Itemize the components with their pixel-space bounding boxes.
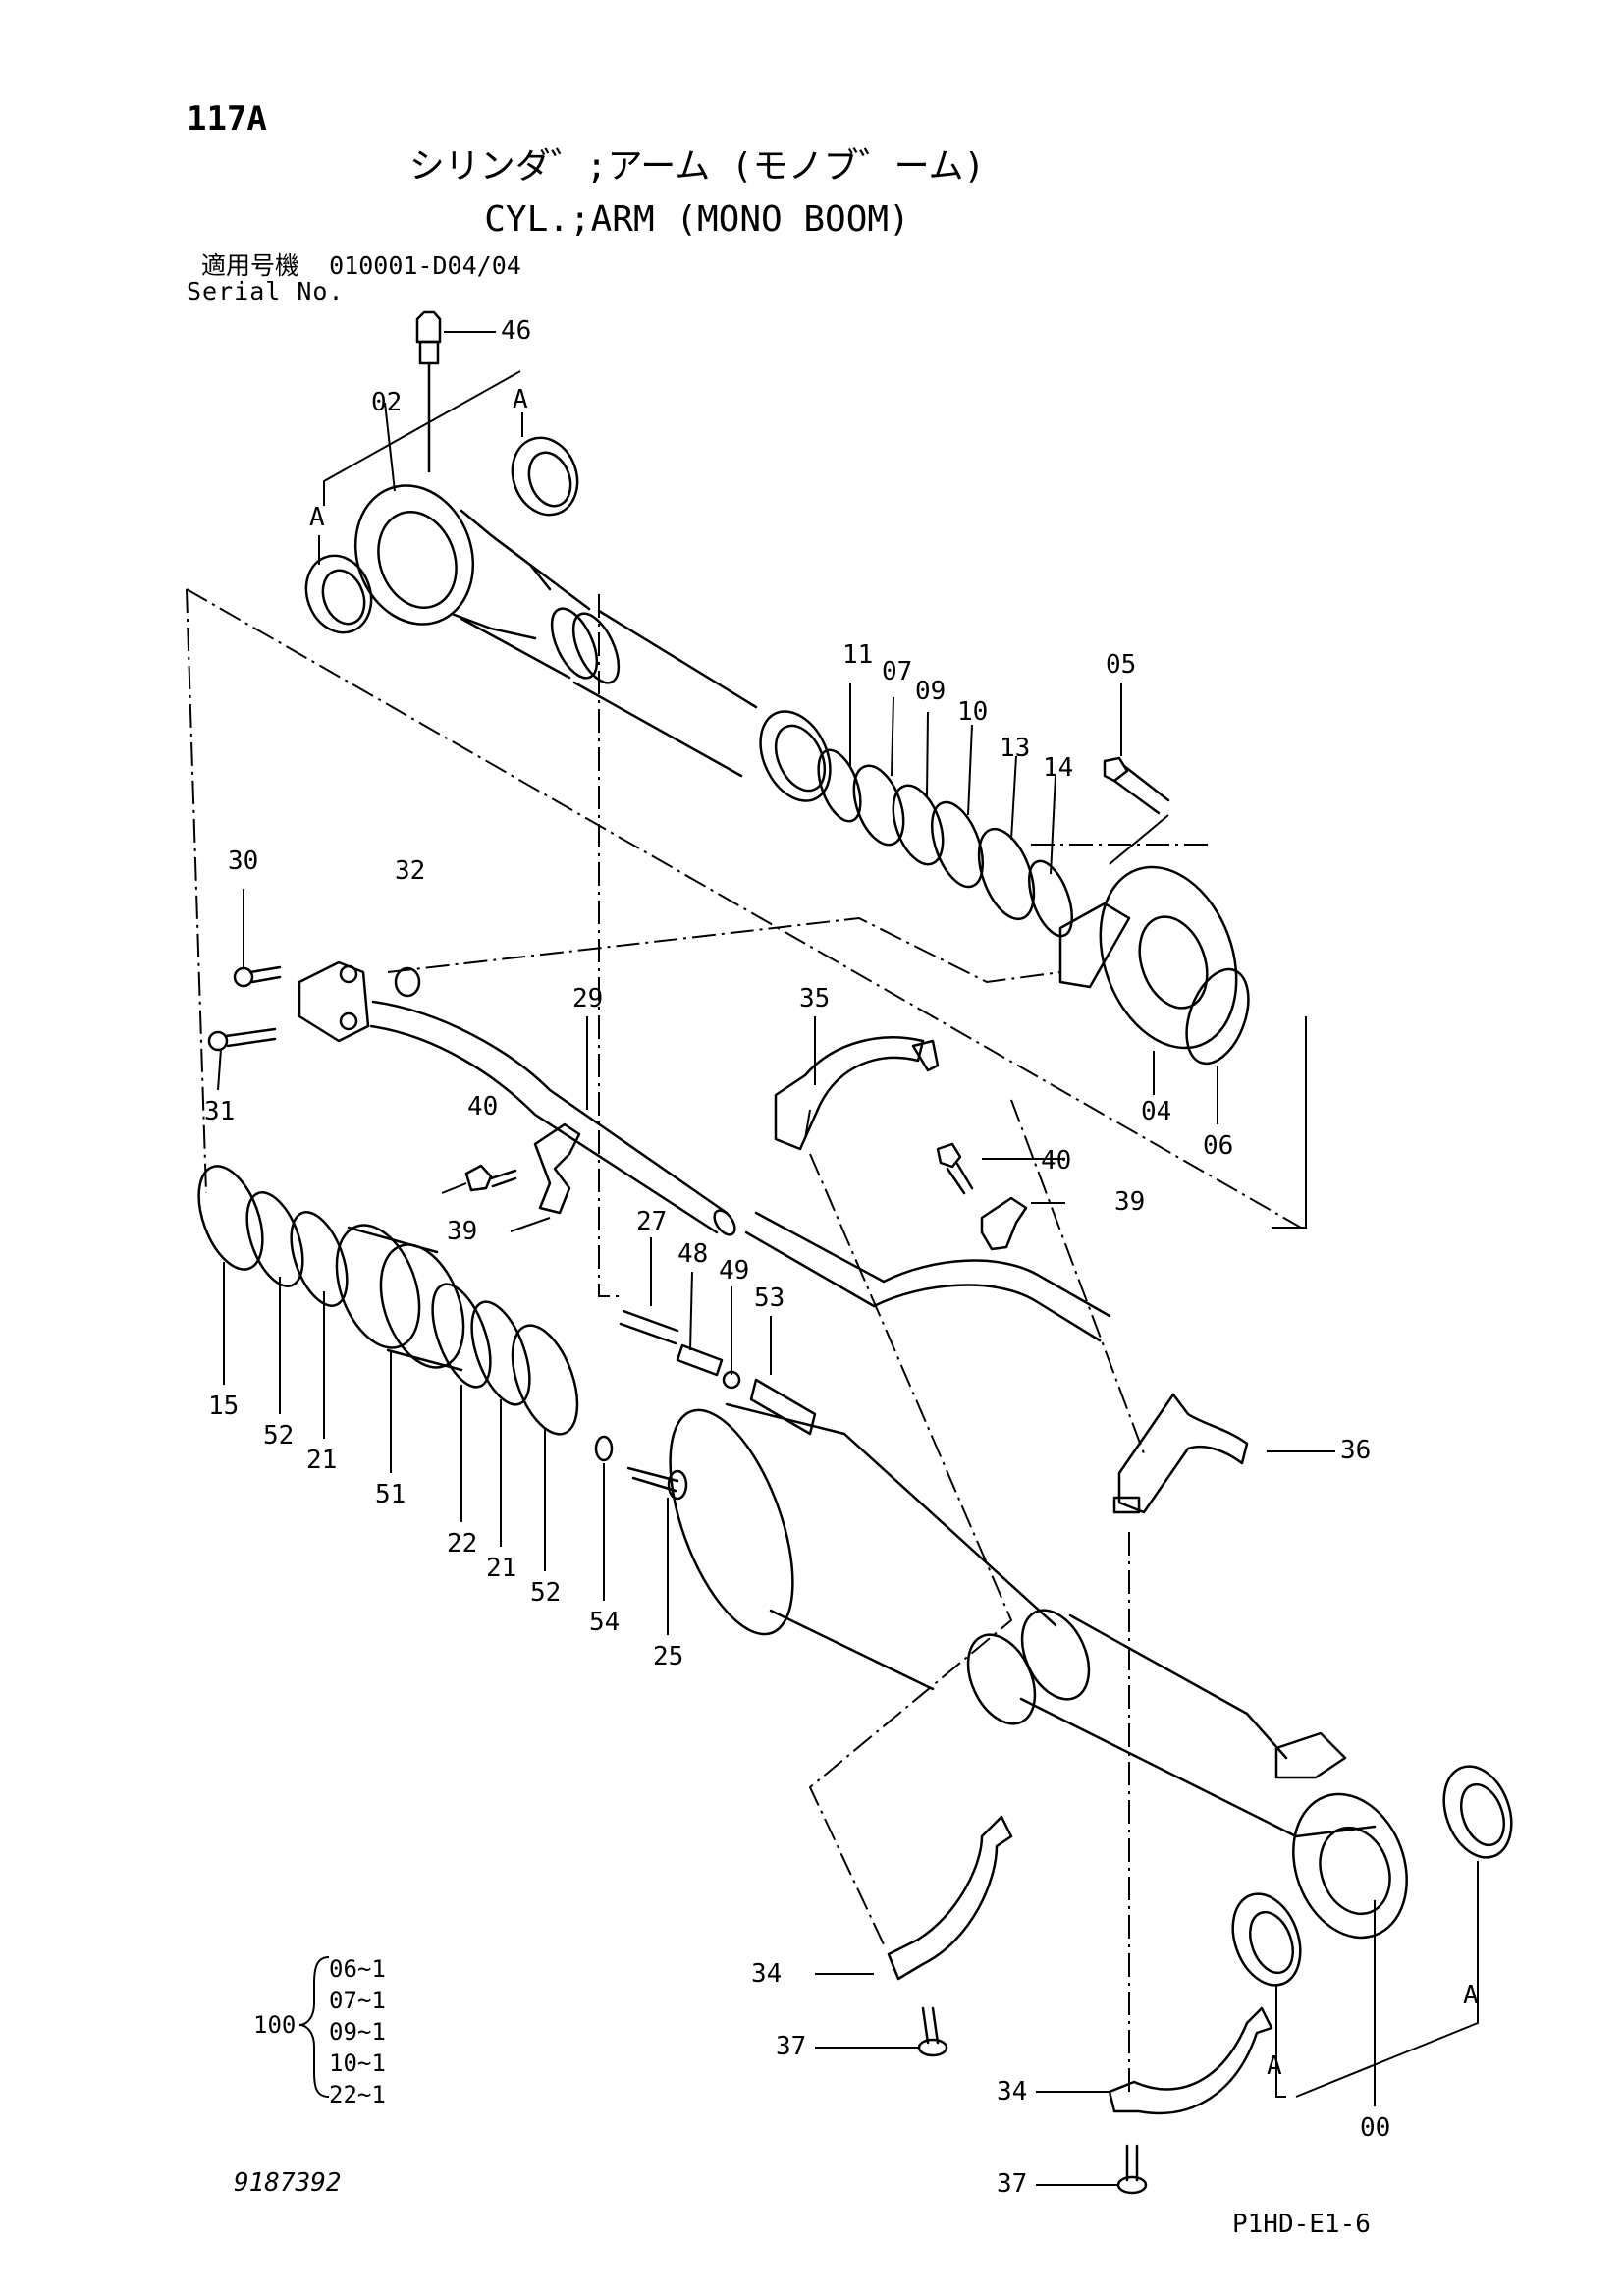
- title-japanese: シリンダ゛;アーム (モノブ゛ーム): [408, 146, 986, 187]
- callout-52-right: 52: [530, 1578, 561, 1608]
- callout-25: 25: [653, 1642, 683, 1671]
- serial-label-jp: 適用号機: [201, 251, 300, 280]
- callout-A-bottom-left: A: [1267, 2051, 1282, 2081]
- callout-10: 10: [957, 697, 988, 727]
- callout-05: 05: [1106, 650, 1136, 680]
- callout-15: 15: [208, 1392, 239, 1421]
- serial-label-en: Serial No.: [187, 277, 345, 305]
- callout-54: 54: [589, 1608, 620, 1637]
- callout-A-bottom-right: A: [1463, 1981, 1479, 2010]
- callout-46: 46: [501, 316, 531, 346]
- bushing-part-bottom: [1231, 1765, 1513, 1987]
- callout-53: 53: [754, 1284, 785, 1313]
- cylinder-head-part: [1058, 865, 1238, 1050]
- callout-04: 04: [1141, 1097, 1171, 1126]
- callout-07: 07: [882, 657, 912, 686]
- pipe-flange-part: [298, 960, 370, 1043]
- callout-06: 06: [1203, 1131, 1233, 1161]
- head-bolt-part: [1103, 756, 1170, 815]
- serial-line: 適用号機 010001-D04/04: [201, 253, 521, 278]
- clamp-bolts-part: [464, 1142, 974, 1195]
- serial-range: 010001-D04/04: [329, 251, 521, 280]
- kit-item-1: 06~1: [329, 1955, 386, 1983]
- piston-seal-set-part: [197, 1165, 579, 1436]
- kit-item-2: 07~1: [329, 1987, 386, 2014]
- callout-21-left: 21: [306, 1446, 337, 1475]
- document-number: 9187392: [234, 2168, 342, 2198]
- callout-31: 31: [204, 1097, 235, 1126]
- callout-40-left: 40: [467, 1092, 498, 1121]
- kit-bracket: [298, 1956, 330, 2098]
- callout-00: 00: [1360, 2113, 1390, 2143]
- o-ring-part: [1185, 967, 1250, 1066]
- kit-item-5: 22~1: [329, 2081, 386, 2108]
- callout-34-upper: 34: [751, 1959, 782, 1989]
- callout-22: 22: [447, 1529, 477, 1558]
- grease-fitting-part: [415, 310, 442, 473]
- callout-32: 32: [395, 856, 425, 886]
- callout-14: 14: [1043, 753, 1073, 783]
- callout-A-top-left: A: [309, 503, 325, 532]
- callout-36: 36: [1340, 1436, 1371, 1465]
- check-valve-part: [619, 1309, 817, 1436]
- callout-34-lower: 34: [997, 2077, 1027, 2106]
- lower-clamp-part: [887, 1815, 1273, 2115]
- callout-37-upper: 37: [776, 2032, 806, 2061]
- small-o-ring-part: [394, 966, 421, 998]
- callout-27: 27: [636, 1207, 667, 1236]
- callout-39-right: 39: [1114, 1187, 1145, 1217]
- callout-37-lower: 37: [997, 2169, 1027, 2199]
- callout-29: 29: [572, 984, 603, 1013]
- callout-49: 49: [719, 1256, 749, 1285]
- page-number: 117A: [187, 99, 267, 138]
- title-english: CYL.;ARM (MONO BOOM): [484, 199, 910, 240]
- kit-item-4: 10~1: [329, 2050, 386, 2077]
- rod-eye-part: [353, 484, 552, 640]
- callout-48: 48: [677, 1239, 708, 1269]
- kit-number: 100: [253, 2011, 297, 2039]
- bushing-part: [304, 436, 579, 634]
- kit-item-3: 09~1: [329, 2018, 386, 2046]
- callout-labels: 46 02 A A 11 07 09 10 13 14 05 30 32 29 …: [204, 316, 1479, 2199]
- callout-21-right: 21: [486, 1554, 516, 1583]
- washer-and-bolt-part: [594, 1435, 688, 1501]
- pipe-part: [369, 1000, 1111, 1342]
- callout-30: 30: [228, 847, 258, 876]
- pipe-clamp-part: [774, 1036, 940, 1151]
- callout-35: 35: [799, 984, 830, 1013]
- callout-39-left: 39: [447, 1217, 477, 1246]
- callout-40-right: 40: [1041, 1146, 1071, 1175]
- seal-ring-set-part: [817, 748, 1074, 938]
- callout-52-left: 52: [263, 1421, 294, 1450]
- callout-11: 11: [842, 640, 873, 670]
- callout-09: 09: [915, 677, 946, 706]
- cylinder-tube-part: [669, 1402, 1408, 1940]
- reference-code: P1HD-E1-6: [1232, 2210, 1371, 2239]
- callout-02: 02: [371, 388, 402, 417]
- flange-screws-part: [207, 965, 282, 1052]
- small-clamp-part: [533, 1122, 1028, 1251]
- piston-rod-part: [460, 533, 832, 802]
- callout-A-top-right: A: [513, 385, 528, 414]
- callout-51: 51: [375, 1480, 406, 1509]
- pipe-clamp-part-2: [1112, 1393, 1249, 1514]
- callout-13: 13: [1000, 734, 1030, 763]
